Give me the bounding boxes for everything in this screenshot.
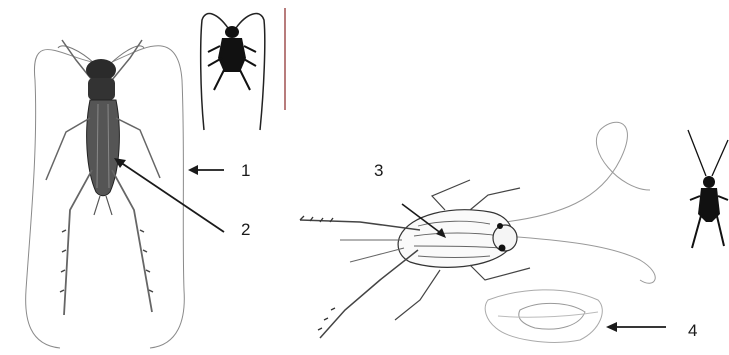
wing-sketch-icon — [485, 290, 602, 343]
cricket-silhouette-icon — [201, 14, 265, 130]
arrow-icon — [114, 158, 666, 332]
label-3: 3 — [374, 162, 383, 179]
label-1: 1 — [241, 162, 250, 179]
label-2: 2 — [241, 221, 250, 238]
cricket-small-silhouette-icon — [688, 130, 728, 248]
cricket-top-view-icon — [26, 40, 185, 348]
label-4: 4 — [688, 322, 697, 339]
